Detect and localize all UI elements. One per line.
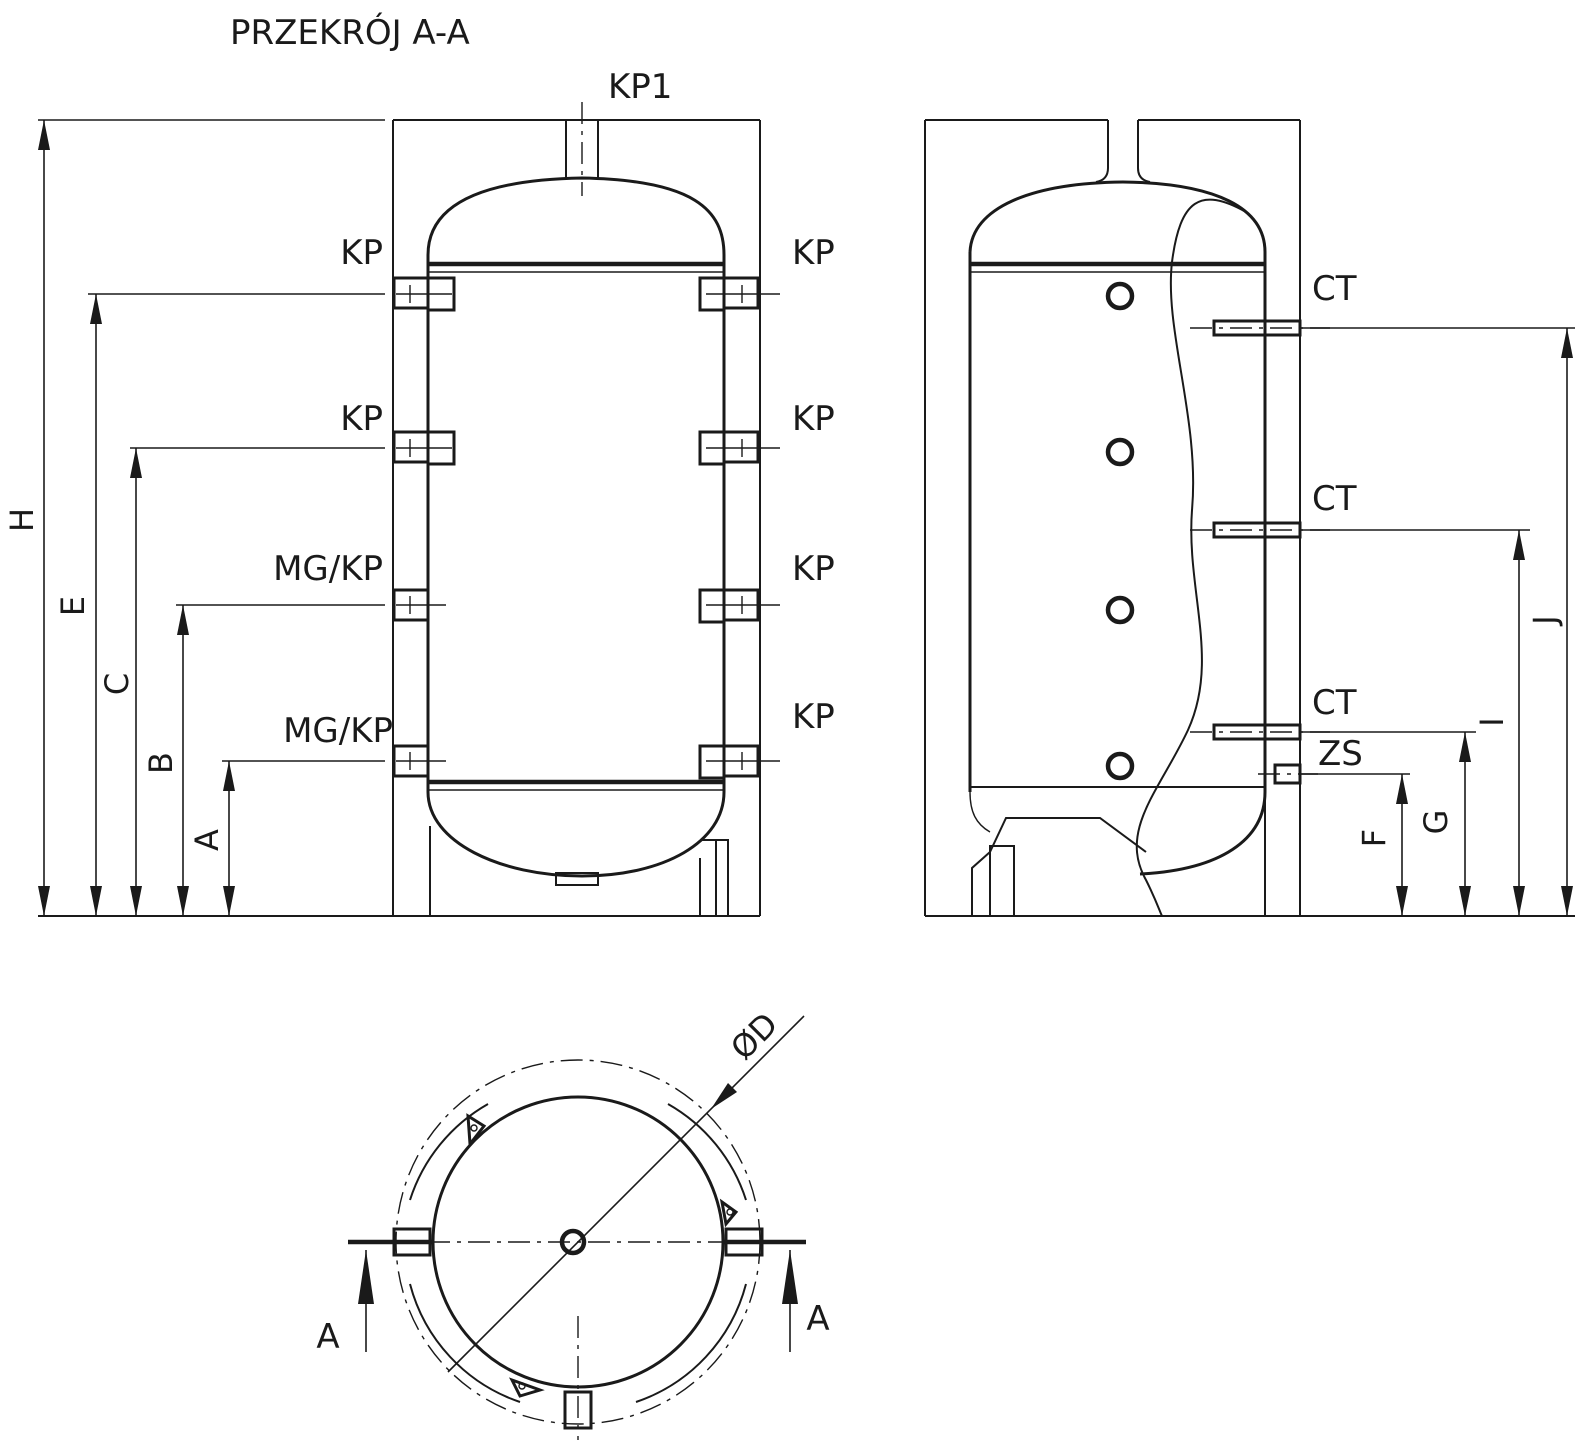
side-label-ct-2: CT <box>1312 479 1357 519</box>
side-label-zs: ZS <box>1318 734 1363 774</box>
right-nozzles <box>698 276 780 780</box>
sensor-port-4 <box>1105 751 1135 781</box>
section-title: PRZEKRÓJ A-A <box>230 12 470 53</box>
dim-label-j: J <box>1526 615 1564 626</box>
left-nozzle-label-3: MG/KP <box>273 549 383 589</box>
side-view: J I G F CT CT CT ZS <box>924 119 1575 917</box>
left-nozzle-label-4: MG/KP <box>283 711 393 751</box>
dim-label-i: I <box>1473 717 1511 726</box>
right-nozzle-label-3: KP <box>792 549 835 589</box>
side-label-ct-3: CT <box>1312 683 1357 723</box>
dim-label-b: B <box>142 752 180 774</box>
dim-label-g: G <box>1417 810 1455 835</box>
side-label-ct-1: CT <box>1312 269 1357 309</box>
sensor-port-1 <box>1105 281 1135 311</box>
front-section-view: H E C B A KP1 KP KP MG/KP MG/KP KP KP KP… <box>3 67 835 917</box>
sensor-port-2 <box>1105 437 1135 467</box>
dim-label-h: H <box>3 508 41 532</box>
left-nozzle-label-2: KP <box>340 399 383 439</box>
right-nozzle-label-1: KP <box>792 233 835 273</box>
sensor-port-3 <box>1105 595 1135 625</box>
section-marker-left: A <box>316 1317 339 1357</box>
dim-label-c: C <box>98 673 136 695</box>
top-nozzle-label: KP1 <box>608 67 672 107</box>
dim-label-f: F <box>1355 829 1393 847</box>
right-nozzle-label-4: KP <box>792 697 835 737</box>
section-marker-right: A <box>806 1299 829 1339</box>
left-nozzle-label-1: KP <box>340 233 383 273</box>
left-nozzles <box>392 276 456 778</box>
diameter-label: ØD <box>723 1005 785 1067</box>
right-nozzle-label-2: KP <box>792 399 835 439</box>
dim-label-a: A <box>188 829 226 851</box>
top-plan-view: ØD A A <box>316 1005 830 1440</box>
dim-label-e: E <box>54 596 92 616</box>
